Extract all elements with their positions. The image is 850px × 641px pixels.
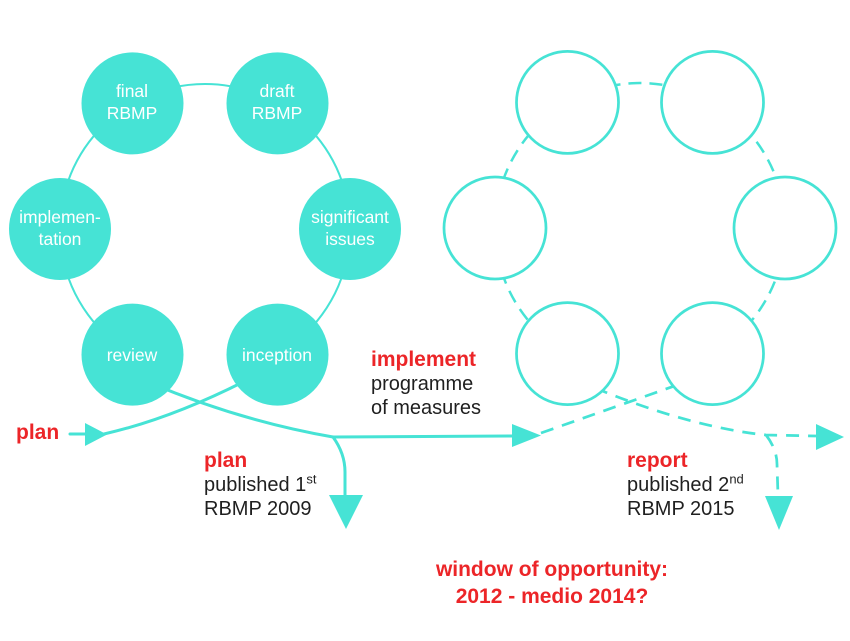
implement-block: implement programme of measures [371, 348, 481, 420]
circle-label-review: review [106, 345, 158, 365]
circle-label-inception: inception [241, 345, 313, 365]
plan-entry-line [102, 379, 247, 436]
plan-start-label: plan [16, 421, 60, 444]
cycle2-circle-left [442, 175, 548, 281]
cycle2-circle-top-left [515, 50, 620, 155]
cycle2-exit-line [594, 386, 817, 438]
cycle2-circle-bottom-left [515, 301, 620, 406]
circle-label-final-rbmp: final RBMP [106, 81, 158, 123]
implement-line2: programme [371, 373, 474, 395]
circle-label-significant-issues: significant issues [311, 207, 389, 249]
cycle2-circle-bottom-right [660, 301, 765, 406]
cycle2-circle-top-right [660, 50, 765, 155]
cycle1-circle-draft-rbmp [226, 52, 329, 155]
plan-published-branch-line [331, 435, 347, 498]
plan-published-line2: published 1st [204, 471, 317, 496]
window-line1: window of opportunity: [435, 558, 669, 581]
circle-label-draft-rbmp: draft RBMP [251, 81, 303, 123]
cycle1-circle-inception [226, 303, 329, 406]
implement-line3: of measures [371, 397, 482, 419]
plan-arrowhead-icon [85, 423, 107, 446]
circle-label-implementation: implemen- tation [19, 207, 101, 249]
cycle1-circle-final-rbmp [81, 52, 184, 155]
report-published-superscript: nd [729, 471, 744, 487]
plan-published-arrowhead-icon [329, 495, 363, 529]
implement-arrowhead-icon [512, 424, 541, 447]
plan-published-block: plan published 1st RBMP 2009 [204, 449, 316, 521]
plan-published-superscript: st [306, 471, 317, 487]
implement-title: implement [371, 348, 477, 371]
cycle1-circle-significant-issues [299, 178, 401, 280]
window-line2: 2012 - medio 2014? [455, 585, 649, 608]
cycle1-circle-review [81, 303, 184, 406]
report-published-arrowhead-icon [765, 496, 793, 530]
report-published-line2: published 2nd [627, 471, 744, 496]
report-published-branch-line [764, 434, 780, 497]
report-published-block: report published 2nd RBMP 2015 [627, 449, 744, 521]
report-published-title: report [627, 449, 688, 472]
plan-published-line3: RBMP 2009 [204, 498, 312, 520]
cycle1-circle-implementation [9, 178, 111, 280]
cycle1-exit-line [146, 380, 515, 439]
cycle2-circle-right [732, 175, 838, 281]
window-of-opportunity-note: window of opportunity: 2012 - medio 2014… [377, 556, 727, 610]
next-cycle-arrowhead-icon [816, 424, 844, 450]
cycle2-entry-line [540, 382, 681, 435]
report-published-line3: RBMP 2015 [627, 498, 735, 520]
plan-published-title: plan [204, 449, 248, 472]
